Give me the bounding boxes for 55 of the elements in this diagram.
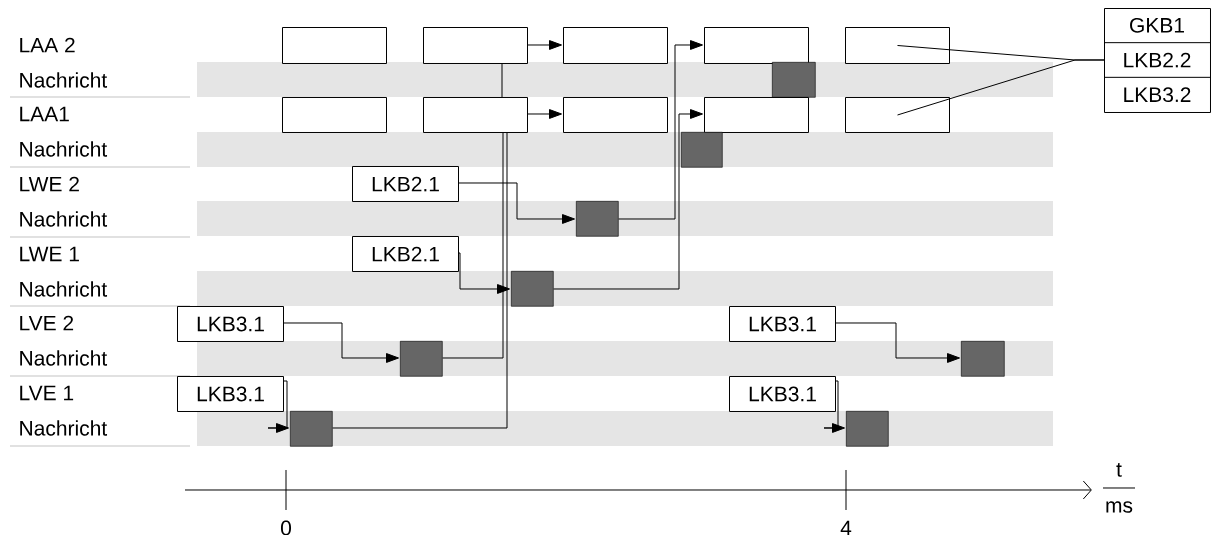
row-label: Nachricht xyxy=(20,211,108,227)
time-slot-box xyxy=(704,97,809,133)
row-label: LWE 2 xyxy=(20,176,79,192)
row-label: Nachricht xyxy=(20,281,108,297)
row-label: LAA1 xyxy=(20,106,69,122)
message-block xyxy=(846,411,889,447)
row-label: Nachricht xyxy=(20,420,108,436)
arrow xyxy=(553,109,703,290)
row-label: Nachricht xyxy=(20,72,108,88)
label-box: LKB3.1 xyxy=(177,376,284,412)
label-box: LKB2.1 xyxy=(352,236,459,272)
time-slot-box xyxy=(423,27,528,64)
row-label: LWE 1 xyxy=(20,246,79,262)
axis-unit: ms xyxy=(1106,501,1133,513)
message-block xyxy=(681,132,723,168)
axis-unit: t xyxy=(1116,463,1122,477)
message-block xyxy=(576,201,619,237)
message-block xyxy=(772,62,816,98)
arrow xyxy=(527,40,562,50)
row-label: LVE 2 xyxy=(20,315,74,331)
message-block xyxy=(961,341,1005,377)
label-box: LKB3.1 xyxy=(729,376,836,412)
time-slot-box xyxy=(423,97,528,133)
time-slot-box xyxy=(845,97,950,133)
arrow xyxy=(267,380,289,433)
connector-line xyxy=(501,63,503,98)
message-block xyxy=(290,411,333,447)
time-slot-box xyxy=(282,97,387,133)
connector-line xyxy=(332,132,508,429)
time-slot-box xyxy=(704,27,809,64)
time-slot-box xyxy=(845,27,950,64)
label-box: LKB3.1 xyxy=(729,306,836,342)
arrow xyxy=(458,182,575,224)
label-stack: GKB1 LKB2.2 LKB3.2 xyxy=(1103,8,1211,113)
arrow xyxy=(458,252,510,294)
arrow xyxy=(835,322,960,363)
connector-line xyxy=(442,132,504,359)
arrow xyxy=(823,380,845,433)
label-box: LKB2.1 xyxy=(352,166,459,202)
label-box: LKB3.1 xyxy=(177,306,284,342)
time-slot-box xyxy=(282,27,387,64)
time-slot-box xyxy=(563,27,668,64)
leader-line xyxy=(897,59,1105,116)
arrow xyxy=(527,109,562,119)
message-block xyxy=(400,341,443,377)
row-label: Nachricht xyxy=(20,141,108,157)
message-block xyxy=(511,271,554,307)
row-label: LVE 1 xyxy=(20,385,74,401)
tick-label: 4 xyxy=(840,520,852,535)
time-slot-box xyxy=(563,97,668,133)
tick-label: 0 xyxy=(281,520,292,535)
row-label: LAA 2 xyxy=(20,37,75,53)
row-label: Nachricht xyxy=(20,350,108,366)
arrow xyxy=(283,322,400,363)
arrow xyxy=(618,40,703,220)
